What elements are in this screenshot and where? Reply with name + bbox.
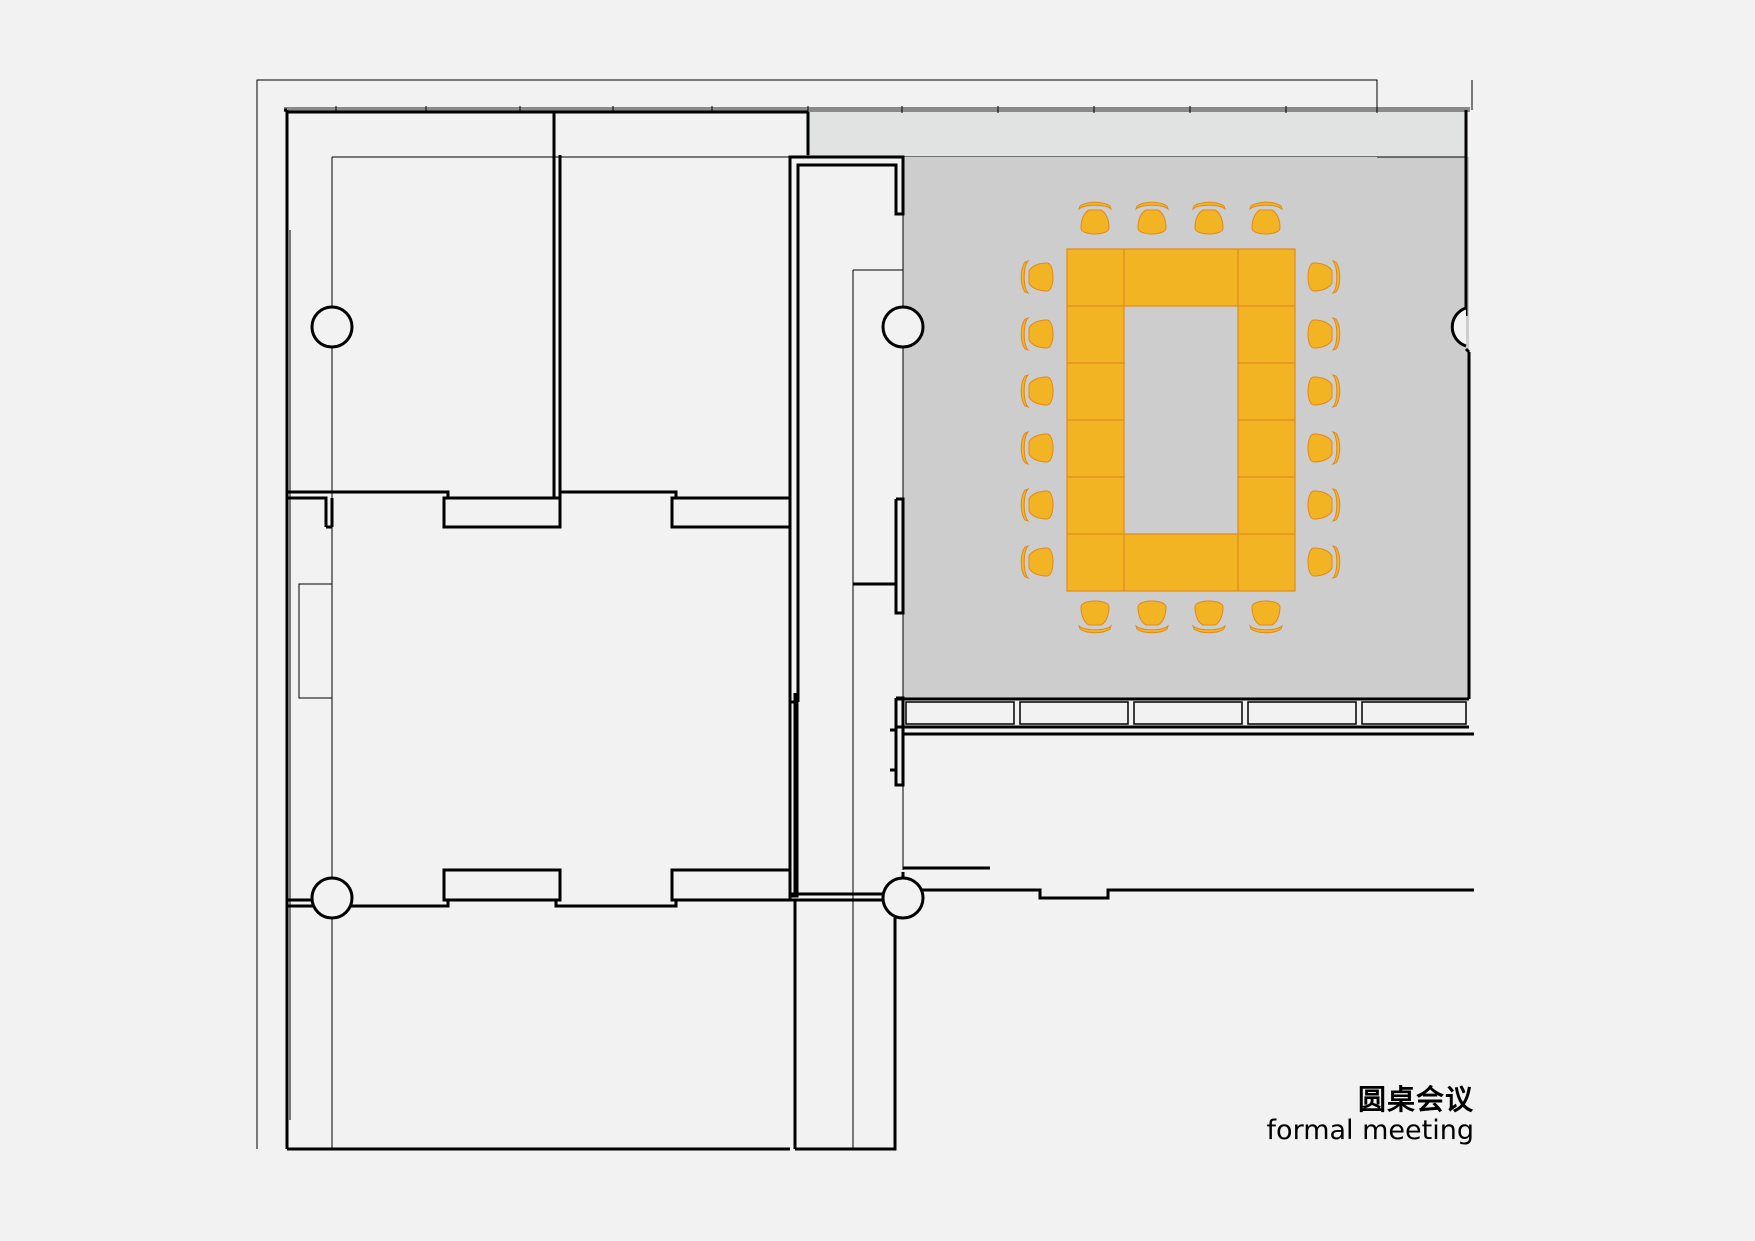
chair — [1191, 201, 1227, 235]
chair — [1020, 316, 1054, 352]
caption: 圆桌会议 formal meeting — [1267, 1084, 1474, 1146]
meeting-room-windows — [905, 701, 1467, 725]
chair — [1307, 430, 1341, 466]
chair — [1248, 600, 1284, 634]
chair — [1191, 600, 1227, 634]
column — [881, 305, 925, 349]
caption-title-zh: 圆桌会议 — [1357, 1083, 1474, 1116]
chair — [1307, 487, 1341, 523]
chair — [1077, 201, 1113, 235]
chair — [1020, 259, 1054, 295]
columns — [310, 305, 1467, 920]
column — [1450, 306, 1467, 348]
chair — [1077, 600, 1113, 634]
table-segment — [1123, 248, 1239, 307]
chair — [1134, 600, 1170, 634]
meeting-room-floor — [903, 157, 1469, 699]
chair — [1020, 373, 1054, 409]
caption-title-en: formal meeting — [1266, 1115, 1474, 1146]
column — [310, 876, 354, 920]
conference-table — [1066, 248, 1296, 592]
chair — [1020, 544, 1054, 580]
chair — [1134, 201, 1170, 235]
chair — [1307, 316, 1341, 352]
chair — [1248, 201, 1284, 235]
column — [881, 876, 925, 920]
chair — [1307, 373, 1341, 409]
table-segment — [1123, 533, 1239, 592]
column — [310, 305, 354, 349]
chair — [1307, 259, 1341, 295]
chairs — [1020, 201, 1341, 634]
chair — [1020, 487, 1054, 523]
chair — [1307, 544, 1341, 580]
facade-strip — [284, 106, 1470, 158]
chair — [1020, 430, 1054, 466]
